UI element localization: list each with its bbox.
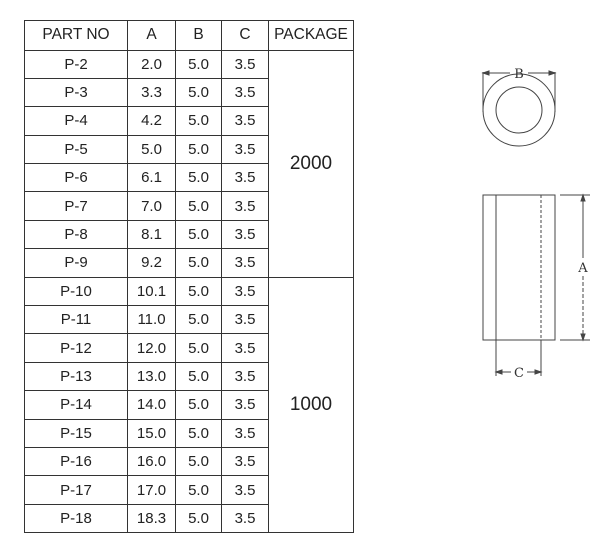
cell-a: 2.0 — [127, 49, 176, 79]
cell-part-no: P-5 — [24, 134, 128, 165]
cell-c: 3.5 — [221, 333, 269, 363]
cell-part-no: P-9 — [24, 248, 128, 278]
cell-part-no: P-2 — [24, 49, 128, 79]
cell-a: 12.0 — [127, 333, 176, 363]
side-view: A C — [482, 193, 590, 381]
cell-b: 5.0 — [175, 361, 222, 392]
cell-c: 3.5 — [221, 503, 269, 534]
cell-b: 5.0 — [175, 77, 222, 108]
cell-b: 5.0 — [175, 134, 222, 165]
cell-part-no: P-8 — [24, 219, 128, 250]
cell-a: 8.1 — [127, 219, 176, 250]
cell-a: 4.2 — [127, 106, 176, 136]
body-outline — [482, 194, 556, 341]
cell-c: 3.5 — [221, 106, 269, 136]
table-header-row: PART NO A B C PACKAGE — [24, 20, 354, 51]
cell-part-no: P-15 — [24, 418, 128, 448]
outer-circle — [482, 73, 556, 147]
label-a: A — [577, 261, 588, 276]
cell-b: 5.0 — [175, 305, 222, 335]
cell-a: 3.3 — [127, 77, 176, 108]
label-c: C — [514, 366, 524, 381]
cell-c: 3.5 — [221, 77, 269, 108]
cell-c: 3.5 — [221, 248, 269, 278]
header-part-no: PART NO — [24, 20, 128, 51]
cell-b: 5.0 — [175, 418, 222, 448]
cell-b: 5.0 — [175, 248, 222, 278]
cell-b: 5.0 — [175, 106, 222, 136]
cell-b: 5.0 — [175, 503, 222, 534]
cell-a: 7.0 — [127, 191, 176, 221]
cell-part-no: P-16 — [24, 446, 128, 477]
cell-b: 5.0 — [175, 276, 222, 307]
cell-part-no: P-6 — [24, 163, 128, 193]
top-view: B — [481, 67, 557, 147]
cell-b: 5.0 — [175, 333, 222, 363]
cell-c: 3.5 — [221, 219, 269, 250]
cell-part-no: P-13 — [24, 361, 128, 392]
cell-c: 3.5 — [221, 134, 269, 165]
cell-a: 14.0 — [127, 390, 176, 420]
cell-c: 3.5 — [221, 276, 269, 307]
cell-part-no: P-11 — [24, 305, 128, 335]
cell-c: 3.5 — [221, 361, 269, 392]
cell-a: 10.1 — [127, 276, 176, 307]
cell-a: 9.2 — [127, 248, 176, 278]
cell-a: 15.0 — [127, 418, 176, 448]
cell-part-no: P-4 — [24, 106, 128, 136]
inner-circle — [495, 86, 543, 134]
cell-part-no: P-3 — [24, 77, 128, 108]
cell-part-no: P-12 — [24, 333, 128, 363]
cell-c: 3.5 — [221, 163, 269, 193]
cell-package: 2000 — [268, 49, 354, 278]
cell-package: 1000 — [268, 276, 354, 534]
header-a: A — [127, 20, 176, 51]
cell-b: 5.0 — [175, 219, 222, 250]
cell-part-no: P-14 — [24, 390, 128, 420]
header-package: PACKAGE — [268, 20, 354, 51]
cell-b: 5.0 — [175, 191, 222, 221]
cell-b: 5.0 — [175, 475, 222, 505]
cell-a: 18.3 — [127, 503, 176, 534]
cell-a: 13.0 — [127, 361, 176, 392]
label-b: B — [514, 67, 524, 82]
cell-c: 3.5 — [221, 418, 269, 448]
